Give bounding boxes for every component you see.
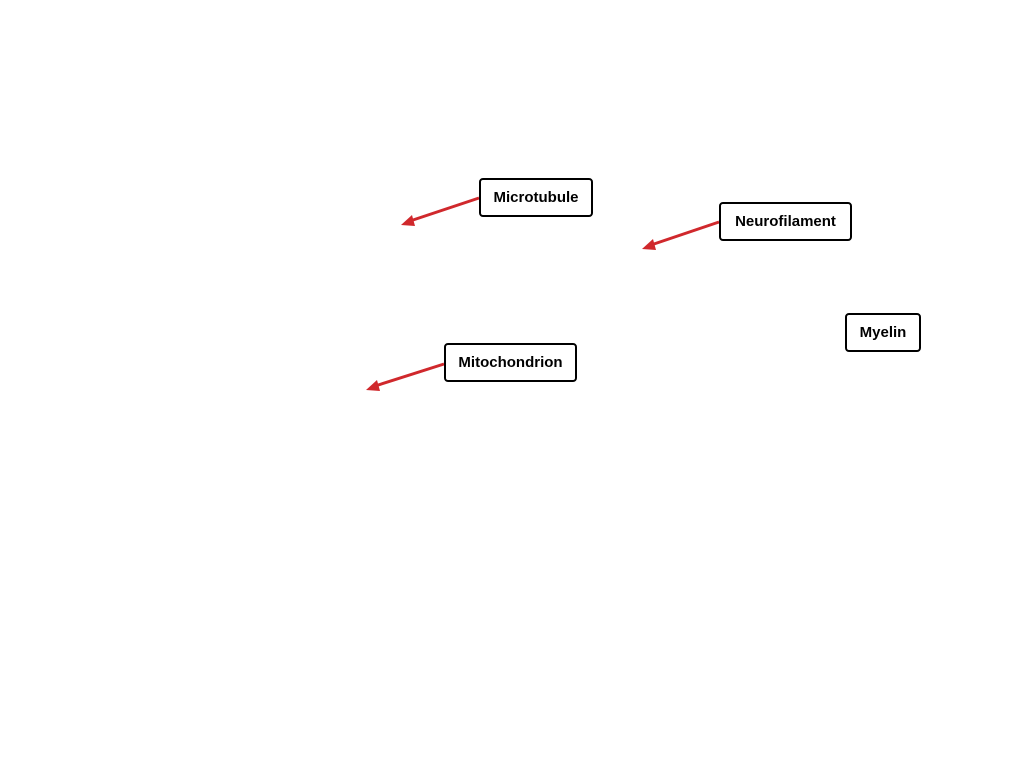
microtubule-label-box: Microtubule bbox=[479, 178, 593, 217]
mitochondrion-label-box: Mitochondrion bbox=[444, 343, 577, 382]
neurofilament-arrow-shaft bbox=[650, 220, 720, 247]
microtubule-arrow-shaft bbox=[409, 196, 480, 223]
myelin-label-box: Myelin bbox=[845, 313, 921, 352]
mitochondrion-arrow-head bbox=[366, 380, 380, 391]
neurofilament-label-box: Neurofilament bbox=[719, 202, 852, 241]
neurofilament-label: Neurofilament bbox=[735, 213, 836, 230]
neurofilament-arrow bbox=[642, 220, 720, 250]
microtubule-label: Microtubule bbox=[493, 189, 579, 206]
mitochondrion-label: Mitochondrion bbox=[458, 354, 563, 371]
mitochondrion-arrow-shaft bbox=[374, 362, 445, 388]
myelin-label: Myelin bbox=[859, 324, 907, 341]
microtubule-arrow bbox=[401, 196, 480, 226]
microtubule-arrow-head bbox=[401, 215, 415, 226]
neurofilament-arrow-head bbox=[642, 239, 656, 250]
mitochondrion-arrow bbox=[366, 362, 445, 391]
